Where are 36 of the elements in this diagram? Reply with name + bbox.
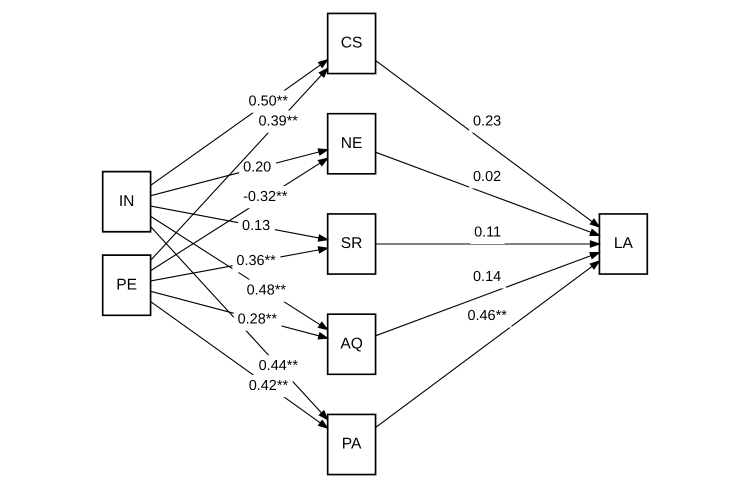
edge-label: 0.39** bbox=[258, 112, 298, 129]
edge-label: 0.28** bbox=[237, 310, 277, 327]
arrow bbox=[150, 300, 328, 429]
edge-label: 0.50** bbox=[248, 92, 288, 109]
edge-label: -0.32** bbox=[242, 188, 287, 204]
edge-label: 0.36** bbox=[236, 252, 276, 269]
edge-label: 0.44** bbox=[258, 357, 298, 374]
node-box: IN bbox=[101, 170, 151, 232]
edge-label: 0.14 bbox=[472, 268, 501, 285]
arrow bbox=[150, 66, 328, 260]
node-box: LA bbox=[598, 212, 648, 274]
edge-label: 0.48** bbox=[246, 282, 286, 298]
arrow bbox=[150, 58, 328, 186]
edge-label: 0.20 bbox=[242, 159, 271, 176]
arrow bbox=[375, 151, 600, 236]
node-box: SR bbox=[326, 212, 376, 274]
node-box: PA bbox=[326, 413, 376, 475]
edge-label: 0.42** bbox=[248, 377, 288, 394]
node-box: AQ bbox=[326, 312, 376, 375]
node-box: PE bbox=[101, 254, 151, 316]
edge-label: 0.11 bbox=[474, 224, 501, 240]
arrow bbox=[374, 260, 600, 428]
arrow bbox=[150, 226, 328, 420]
arrow bbox=[150, 148, 329, 196]
arrow bbox=[375, 251, 600, 336]
arrow bbox=[375, 240, 601, 248]
edge-label: 0.46** bbox=[466, 308, 506, 324]
arrow bbox=[150, 205, 329, 242]
arrow bbox=[150, 246, 329, 281]
edge-label: 0.13 bbox=[242, 217, 270, 234]
arrow bbox=[374, 60, 600, 228]
node-box: NE bbox=[326, 112, 376, 174]
edge-label: 0.02 bbox=[472, 168, 501, 184]
edge-label: 0.23 bbox=[472, 112, 501, 129]
node-box: CS bbox=[326, 12, 376, 74]
arrow bbox=[150, 290, 329, 340]
